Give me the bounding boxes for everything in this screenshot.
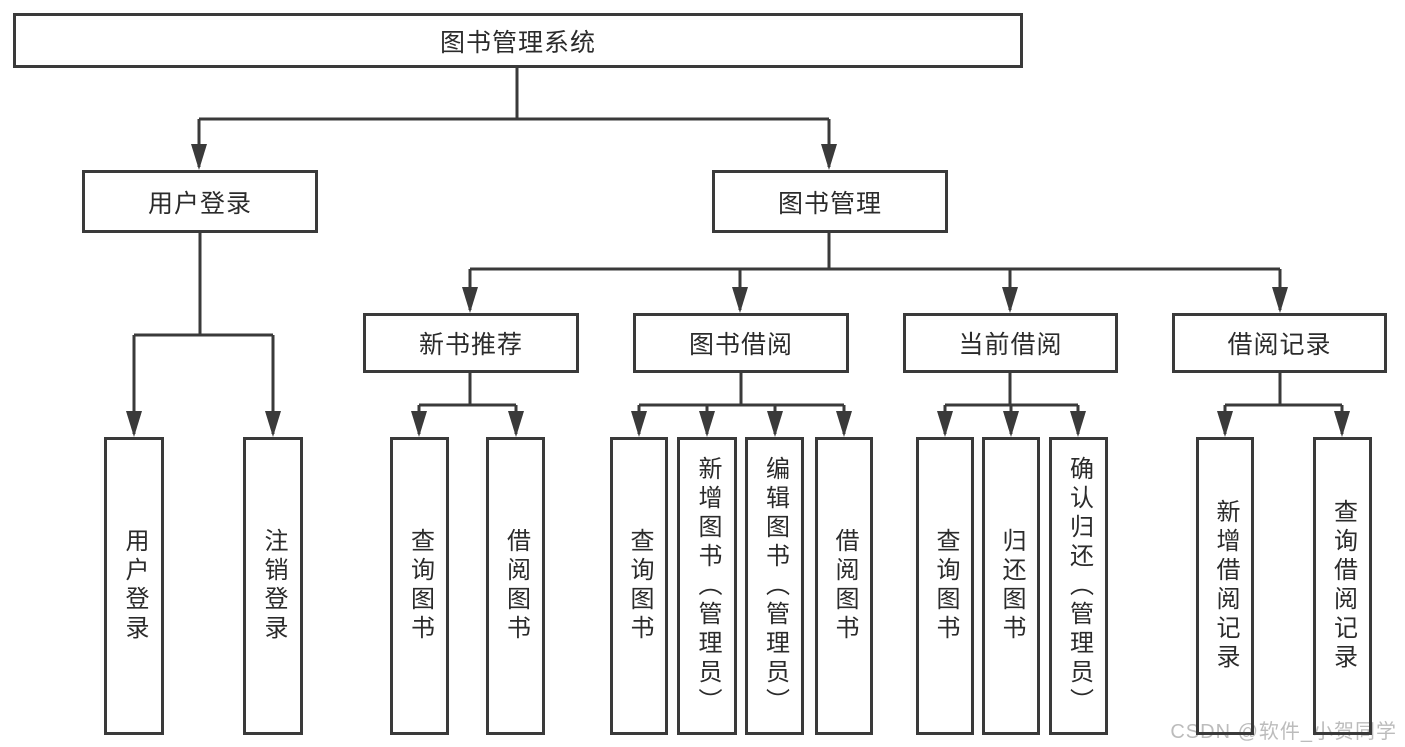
leaf-query-books-current: 查询图书 xyxy=(916,437,974,735)
node-root: 图书管理系统 xyxy=(13,13,1023,68)
node-new-book-recommend-label: 新书推荐 xyxy=(418,331,523,359)
leaf-user-login-label: 用户登录 xyxy=(121,528,148,644)
csdn-watermark: CSDN @软件_小贺同学 xyxy=(1170,721,1397,743)
node-current-borrow-label: 当前借阅 xyxy=(958,331,1063,359)
leaf-logout-label: 注销登录 xyxy=(260,528,287,644)
leaf-confirm-return-admin-label: 确认归还（管理员） xyxy=(1065,455,1093,717)
leaf-add-book-admin-label: 新增图书（管理员） xyxy=(694,455,721,717)
leaf-borrow-books-recommend-label: 借阅图书 xyxy=(502,528,530,644)
connector-book-borrow-children xyxy=(637,373,846,434)
leaf-return-books: 归还图书 xyxy=(982,437,1040,735)
node-book-borrow-label: 图书借阅 xyxy=(688,331,793,359)
node-current-borrow: 当前借阅 xyxy=(903,313,1118,373)
leaf-query-borrow-record-label: 查询借阅记录 xyxy=(1329,499,1357,673)
connector-root-to-level2 xyxy=(197,68,831,167)
node-user-login-label: 用户登录 xyxy=(147,189,252,218)
leaf-query-books-borrow-label: 查询图书 xyxy=(626,528,653,644)
leaf-query-books-recommend: 查询图书 xyxy=(390,437,449,735)
connector-new-book-children xyxy=(417,373,518,434)
connector-user-login-children xyxy=(132,233,275,434)
node-borrow-records: 借阅记录 xyxy=(1172,313,1387,373)
leaf-add-book-admin: 新增图书（管理员） xyxy=(677,437,737,735)
node-borrow-records-label: 借阅记录 xyxy=(1227,331,1332,359)
leaf-confirm-return-admin: 确认归还（管理员） xyxy=(1049,437,1108,735)
node-user-login: 用户登录 xyxy=(82,170,318,233)
leaf-query-books-recommend-label: 查询图书 xyxy=(406,528,434,644)
leaf-query-books-current-label: 查询图书 xyxy=(932,528,959,644)
leaf-query-borrow-record: 查询借阅记录 xyxy=(1313,437,1372,735)
leaf-add-borrow-record-label: 新增借阅记录 xyxy=(1212,499,1239,673)
node-book-borrow: 图书借阅 xyxy=(633,313,849,373)
leaf-borrow-books: 借阅图书 xyxy=(815,437,873,735)
connector-book-management-children xyxy=(468,233,1282,310)
leaf-add-borrow-record: 新增借阅记录 xyxy=(1196,437,1254,735)
node-new-book-recommend: 新书推荐 xyxy=(363,313,579,373)
leaf-logout: 注销登录 xyxy=(243,437,303,735)
leaf-user-login: 用户登录 xyxy=(104,437,164,735)
arrowheads xyxy=(126,144,1350,437)
leaf-return-books-label: 归还图书 xyxy=(998,528,1025,644)
connector-borrow-record-children xyxy=(1223,373,1344,434)
leaf-borrow-books-recommend: 借阅图书 xyxy=(486,437,545,735)
leaf-query-books-borrow: 查询图书 xyxy=(610,437,668,735)
leaf-borrow-books-label: 借阅图书 xyxy=(831,528,858,644)
leaf-edit-book-admin-label: 编辑图书（管理员） xyxy=(761,455,789,717)
node-book-management-label: 图书管理 xyxy=(777,189,882,218)
leaf-edit-book-admin: 编辑图书（管理员） xyxy=(745,437,804,735)
node-root-label: 图书管理系统 xyxy=(439,28,596,57)
node-book-management: 图书管理 xyxy=(712,170,948,233)
